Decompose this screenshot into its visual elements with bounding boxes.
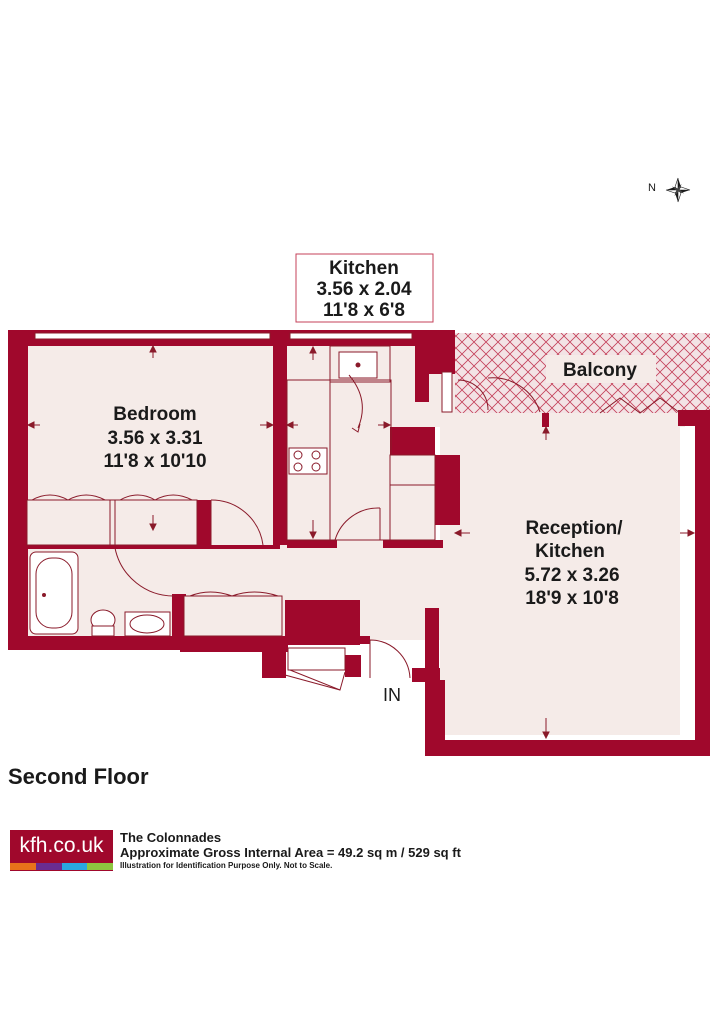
kitchen-fittings	[286, 345, 436, 541]
reception-imperial: 18'9 x 10'8	[525, 588, 619, 609]
reception-name-line2: Kitchen	[535, 541, 605, 562]
gross-area: Approximate Gross Internal Area = 49.2 s…	[120, 845, 461, 860]
wardrobes	[26, 494, 283, 637]
logo-bar-blue	[61, 863, 88, 870]
logo-bar-orange	[10, 863, 36, 870]
kitchen-name: Kitchen	[329, 258, 399, 279]
reception-name-line1: Reception/	[525, 518, 623, 539]
bedroom-imperial: 11'8 x 10'10	[103, 451, 206, 472]
bedroom-metric: 3.56 x 3.31	[107, 428, 203, 449]
kitchen-imperial: 11'8 x 6'8	[323, 300, 405, 321]
logo-text: kfh.co.uk	[19, 834, 104, 857]
balcony-name: Balcony	[563, 360, 637, 381]
windows	[34, 332, 453, 413]
property-info: The Colonnades Approximate Gross Interna…	[120, 830, 461, 872]
kitchen-label-box	[295, 253, 434, 323]
dimension-arrows	[26, 344, 696, 740]
reception-metric: 5.72 x 3.26	[524, 565, 619, 586]
footer: kfh.co.uk The Colonnades Approximate Gro…	[10, 830, 710, 880]
entrance-label: IN	[383, 685, 401, 705]
balcony	[455, 333, 710, 413]
kitchen-metric: 3.56 x 2.04	[316, 279, 412, 300]
bathroom-fixtures	[29, 551, 171, 637]
logo-color-bars	[10, 863, 113, 870]
compass-icon	[665, 177, 691, 203]
compass-label: N	[648, 182, 656, 194]
bedroom-name: Bedroom	[113, 404, 196, 425]
logo-bar-purple	[35, 863, 62, 870]
property-name: The Colonnades	[120, 830, 222, 845]
logo-bar-green	[87, 863, 113, 870]
disclaimer: Illustration for Identification Purpose …	[120, 861, 333, 870]
kfh-logo: kfh.co.uk	[10, 830, 113, 871]
doors	[114, 377, 681, 691]
floor-title: Second Floor	[8, 764, 149, 789]
